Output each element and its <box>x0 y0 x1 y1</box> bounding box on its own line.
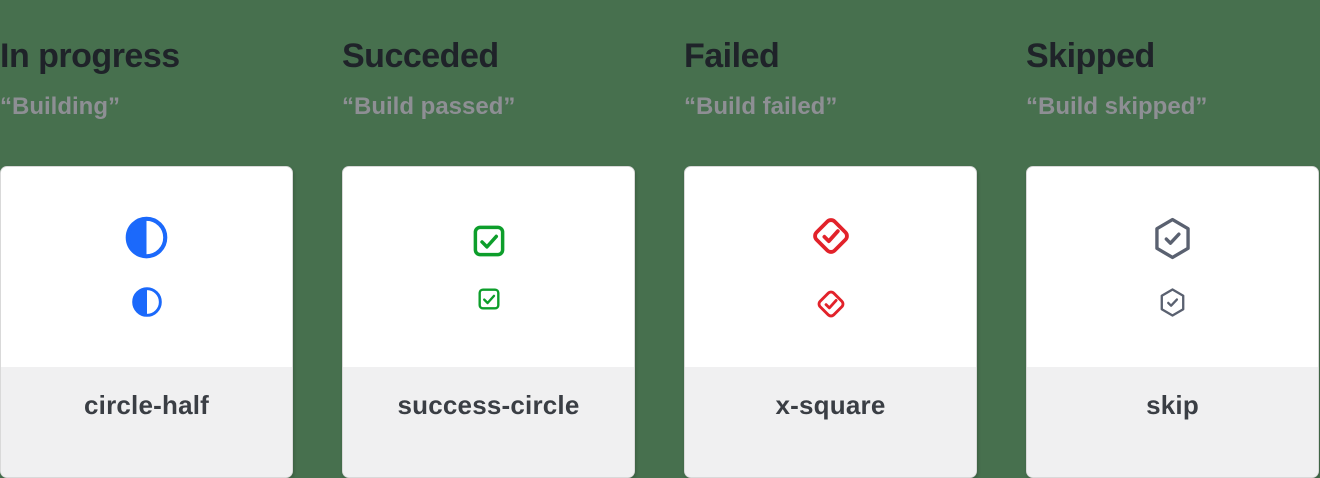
check-diamond-large-icon <box>807 212 855 260</box>
column-subtitle: “Build passed” <box>342 93 516 121</box>
circle-half-large-icon <box>124 215 169 260</box>
icon-name-label: circle-half <box>1 366 292 477</box>
column-subtitle: “Building” <box>0 93 120 121</box>
status-column-skipped: Skipped “Build skipped” skip <box>1026 0 1319 478</box>
column-title: Skipped <box>1026 37 1155 75</box>
icon-preview-area <box>1 166 292 367</box>
icon-name-label: success-circle <box>343 366 634 477</box>
check-square-large-icon <box>470 222 508 260</box>
status-column-succeeded: Succeded “Build passed” success-circle <box>342 0 635 478</box>
icon-name-label: x-square <box>685 366 976 477</box>
column-title: Failed <box>684 37 780 75</box>
column-title: In progress <box>0 37 180 75</box>
status-column-failed: Failed “Build failed” x-square <box>684 0 977 478</box>
check-diamond-small-icon <box>813 286 849 322</box>
circle-half-small-icon <box>131 286 163 318</box>
icon-preview-card: circle-half <box>0 165 293 478</box>
icon-preview-area <box>1027 166 1318 367</box>
icon-preview-area <box>685 166 976 367</box>
column-title: Succeded <box>342 37 499 75</box>
status-column-in-progress: In progress “Building” circle-half <box>0 0 293 478</box>
icon-preview-area <box>343 166 634 367</box>
icon-preview-card: x-square <box>684 165 977 478</box>
check-square-small-icon <box>476 286 502 312</box>
icon-preview-card: success-circle <box>342 165 635 478</box>
icon-preview-card: skip <box>1026 165 1319 478</box>
column-subtitle: “Build failed” <box>684 93 838 121</box>
icon-name-label: skip <box>1027 366 1318 477</box>
column-subtitle: “Build skipped” <box>1026 93 1208 121</box>
check-hexagon-small-icon <box>1157 287 1188 318</box>
check-hexagon-large-icon <box>1150 216 1195 261</box>
